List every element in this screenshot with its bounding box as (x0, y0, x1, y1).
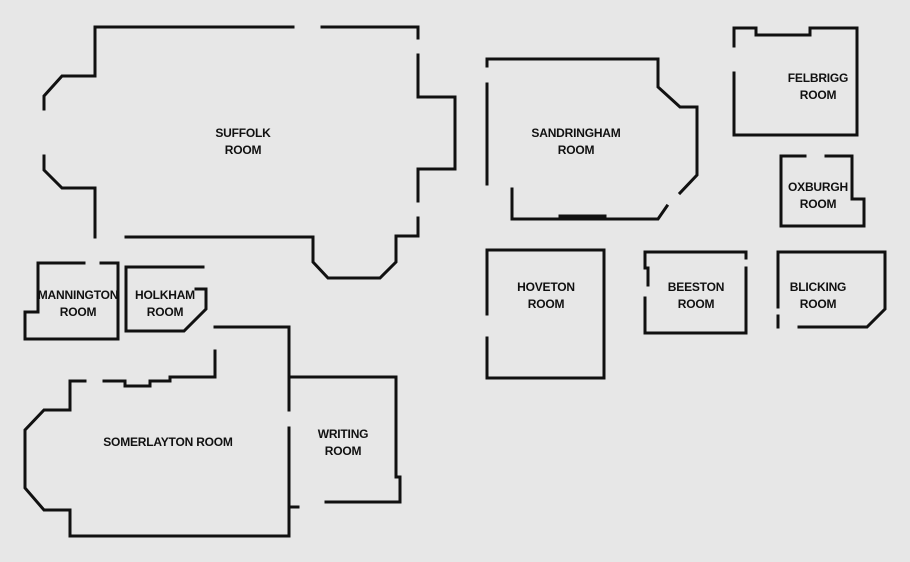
wall (124, 216, 420, 280)
room-sandringham[interactable]: SANDRINGHAM ROOM (485, 57, 699, 221)
wall (213, 325, 291, 412)
room-label: ROOM (800, 88, 837, 102)
room-label: OXBURGH (788, 180, 848, 194)
room-label: BLICKING (790, 280, 846, 294)
wall (320, 25, 420, 40)
room-blicking[interactable]: BLICKING ROOM (776, 250, 887, 329)
wall (510, 187, 670, 221)
room-felbrigg[interactable]: FELBRIGG ROOM (732, 26, 859, 137)
room-suffolk[interactable]: SUFFOLK ROOM (42, 25, 457, 280)
room-mannington[interactable]: MANNINGTON ROOM (23, 261, 120, 341)
room-label: ROOM (225, 143, 262, 157)
wall (485, 248, 606, 380)
room-label: ROOM (678, 297, 715, 311)
wall (124, 265, 208, 333)
wall (643, 250, 748, 287)
room-label: ROOM (558, 143, 595, 157)
room-oxburgh[interactable]: OXBURGH ROOM (779, 154, 866, 228)
room-label: WRITING (318, 427, 369, 441)
room-label: SUFFOLK (215, 126, 271, 140)
room-label: FELBRIGG (788, 71, 848, 85)
wall (643, 266, 748, 335)
wall (42, 154, 97, 239)
room-label: MANNINGTON (38, 288, 118, 302)
room-holkham[interactable]: HOLKHAM ROOM (124, 265, 208, 333)
wall (779, 154, 866, 228)
room-label: SANDRINGHAM (531, 126, 620, 140)
wall (287, 375, 402, 504)
room-label: SOMERLAYTON ROOM (103, 435, 233, 449)
wall (102, 349, 217, 388)
room-label: ROOM (60, 305, 97, 319)
room-label: ROOM (147, 305, 184, 319)
wall (287, 493, 300, 509)
room-somerlayton[interactable]: SOMERLAYTON ROOM (23, 325, 291, 538)
room-label: HOLKHAM (135, 288, 195, 302)
room-label: ROOM (528, 297, 565, 311)
room-hoveton[interactable]: HOVETON ROOM (485, 248, 606, 380)
room-label: ROOM (325, 444, 362, 458)
wall (776, 250, 887, 329)
room-label: BEESTON (668, 280, 724, 294)
wall (42, 25, 295, 111)
wall (485, 57, 699, 196)
room-label: HOVETON (517, 280, 575, 294)
room-label: ROOM (800, 297, 837, 311)
wall (416, 53, 457, 203)
room-label: ROOM (800, 197, 837, 211)
wall (23, 379, 291, 538)
room-writing[interactable]: WRITING ROOM (287, 375, 402, 509)
room-beeston[interactable]: BEESTON ROOM (643, 250, 748, 335)
wall (23, 261, 120, 341)
wall (732, 26, 859, 137)
